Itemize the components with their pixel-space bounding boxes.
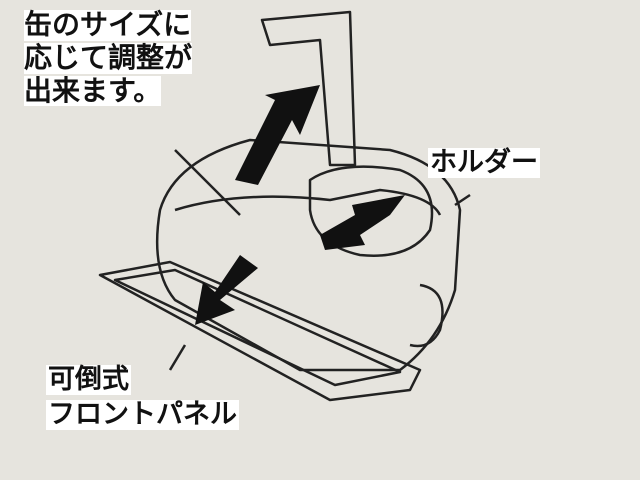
holder-label: ホルダー xyxy=(428,147,540,178)
top-rim xyxy=(174,188,442,216)
adjust-line-1: 缶のサイズに xyxy=(24,8,192,41)
arrows xyxy=(195,85,405,325)
front-panel-label: フロントパネル xyxy=(46,399,239,430)
down-arrow-icon xyxy=(195,255,258,325)
folding-label: 可倒式 xyxy=(46,364,131,395)
adjust-line-2: 応じて調整が xyxy=(24,40,193,74)
side-wheel xyxy=(409,283,444,348)
adjust-line-3: 出来ます。 xyxy=(24,73,162,107)
double-arrow-icon xyxy=(320,195,405,250)
adjustment-note: 缶のサイズに 応じて調整が 出来ます。 xyxy=(22,8,194,108)
front-panel xyxy=(98,260,422,402)
front-panel-inner xyxy=(113,268,402,387)
arm xyxy=(260,10,357,167)
curved-arrow-icon xyxy=(235,85,320,185)
body xyxy=(155,138,462,372)
